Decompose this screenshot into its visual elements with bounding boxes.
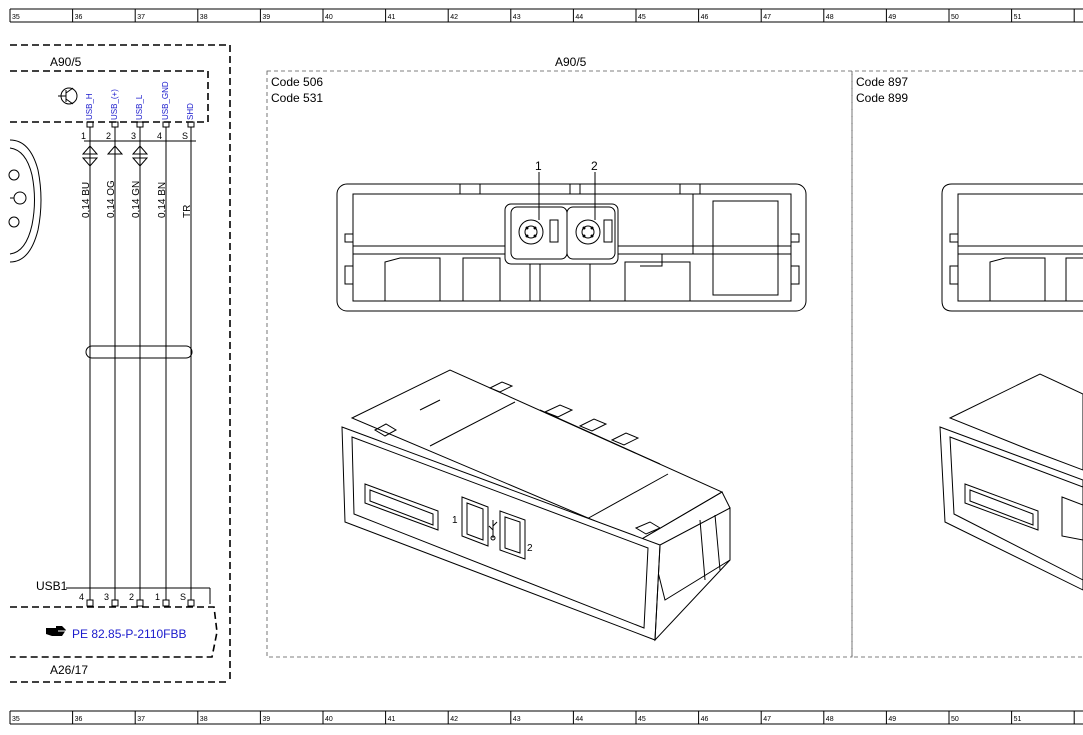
ruler-number: 49 xyxy=(888,716,896,723)
ruler-number: 46 xyxy=(701,14,709,21)
bottom-connector-label: USB1 xyxy=(36,579,68,593)
right-code-2: Code 899 xyxy=(856,91,908,105)
ruler-number: 41 xyxy=(388,716,396,723)
pin-number: 1 xyxy=(81,131,86,141)
ruler-number: 50 xyxy=(951,716,959,723)
ruler-number: 45 xyxy=(638,14,646,21)
ruler-number: 39 xyxy=(262,716,270,723)
wire-color-label: 0,14 BN xyxy=(157,182,168,218)
ruler-number: 47 xyxy=(763,14,771,21)
ruler-number: 38 xyxy=(200,716,208,723)
usb-module-iso-view xyxy=(341,369,731,642)
ruler-number: 35 xyxy=(12,716,20,723)
connector-partial-drawing xyxy=(8,139,42,263)
ruler-number: 43 xyxy=(513,14,521,21)
module-label-top: A90/5 xyxy=(50,55,82,69)
wire-color-label: 0,14 OG xyxy=(106,180,117,218)
module-label-bottom: A26/17 xyxy=(50,663,88,677)
ruler-number: 45 xyxy=(638,716,646,723)
cable-bundle-marker xyxy=(85,345,193,359)
pin-signal-label: USB_H xyxy=(85,93,94,120)
left-schematic-panel: A90/5 USB_H 1 0,14 BU USB_(+) 2 0,14 OG USB_L 3… xyxy=(8,44,231,683)
ruler-number: 36 xyxy=(75,14,83,21)
bottom-pin-number: 1 xyxy=(155,592,160,602)
reference-pointer-icon xyxy=(46,626,68,636)
ruler-number: 48 xyxy=(826,14,834,21)
ruler-number: 46 xyxy=(701,716,709,723)
ruler-number: 42 xyxy=(450,14,458,21)
ruler-number: 47 xyxy=(763,716,771,723)
pin-signal-label: USB_GND xyxy=(161,81,170,120)
pin-signal-label: SHD xyxy=(186,103,195,120)
center-code-2: Code 531 xyxy=(271,91,323,105)
usb-module-iso-view-partial xyxy=(939,373,1083,591)
ruler-number: 35 xyxy=(12,14,20,21)
ruler-number: 43 xyxy=(513,716,521,723)
pin-signal-label: USB_(+) xyxy=(110,89,119,120)
bottom-pin-terminal xyxy=(86,599,94,607)
top-pin-group: USB_H 1 0,14 BU USB_(+) 2 0,14 OG USB_L 3 0,14 G… xyxy=(81,81,196,600)
ruler-number: 36 xyxy=(75,716,83,723)
center-panel-title: A90/5 xyxy=(555,55,587,69)
right-code-1: Code 897 xyxy=(856,75,908,89)
ruler-number: 37 xyxy=(137,716,145,723)
pin-number: 2 xyxy=(106,131,111,141)
ruler-number: 38 xyxy=(200,14,208,21)
bottom-pin-terminal xyxy=(136,599,144,607)
ruler-number: 41 xyxy=(388,14,396,21)
center-panel: A90/5 Code 506 Code 531 xyxy=(266,55,853,658)
bottom-ruler: 35 36 37 38 39 40 41 42 43 44 45 46 47 48 49 50 51 xyxy=(9,710,1083,725)
transistor-icon xyxy=(58,87,78,105)
bottom-pin-number: 4 xyxy=(79,592,84,602)
ruler-number: 42 xyxy=(450,716,458,723)
direction-arrow-icon xyxy=(131,145,149,167)
bottom-pin-terminal xyxy=(187,599,195,607)
wire-color-label: TR xyxy=(182,205,193,218)
pin-number: 4 xyxy=(157,131,162,141)
ruler-number: 39 xyxy=(262,14,270,21)
ruler-number: 40 xyxy=(325,14,333,21)
ruler-number: 40 xyxy=(325,716,333,723)
right-panel: Code 897 Code 899 xyxy=(851,70,1083,658)
direction-arrow-icon xyxy=(106,145,124,155)
port-label-2: 2 xyxy=(527,543,533,554)
bottom-pin-number: 2 xyxy=(129,592,134,602)
bottom-pin-terminal xyxy=(111,599,119,607)
ruler-number: 37 xyxy=(137,14,145,21)
pin-signal-label: USB_L xyxy=(135,94,144,120)
pin-number: 3 xyxy=(131,131,136,141)
wire-color-label: 0,14 GN xyxy=(131,181,142,218)
wire-color-label: 0,14 BU xyxy=(81,182,92,218)
bottom-pin-number: 3 xyxy=(104,592,109,602)
callout-2: 2 xyxy=(591,159,598,173)
ruler-number: 51 xyxy=(1014,716,1022,723)
usb-module-top-view xyxy=(336,172,807,312)
ruler-number: 48 xyxy=(826,716,834,723)
ruler-number: 49 xyxy=(888,14,896,21)
callout-1: 1 xyxy=(535,159,542,173)
pin-number: S xyxy=(182,131,188,141)
ruler-number: 51 xyxy=(1014,14,1022,21)
ruler-number: 44 xyxy=(575,716,583,723)
ruler-number: 44 xyxy=(575,14,583,21)
usb-module-top-view-partial xyxy=(941,183,1083,312)
bottom-pin-number: S xyxy=(180,592,186,602)
port-label-1: 1 xyxy=(452,515,458,526)
direction-arrow-icon xyxy=(81,145,99,167)
ruler-number: 50 xyxy=(951,14,959,21)
bottom-pin-terminal xyxy=(162,599,170,607)
top-ruler: 35 36 37 38 39 40 41 42 43 44 45 46 47 48 49 50 51 xyxy=(9,8,1083,23)
bottom-pin-group: 4 3 2 1 S xyxy=(79,592,195,607)
reference-link[interactable]: PE 82.85-P-2110FBB xyxy=(72,627,187,641)
center-code-1: Code 506 xyxy=(271,75,323,89)
